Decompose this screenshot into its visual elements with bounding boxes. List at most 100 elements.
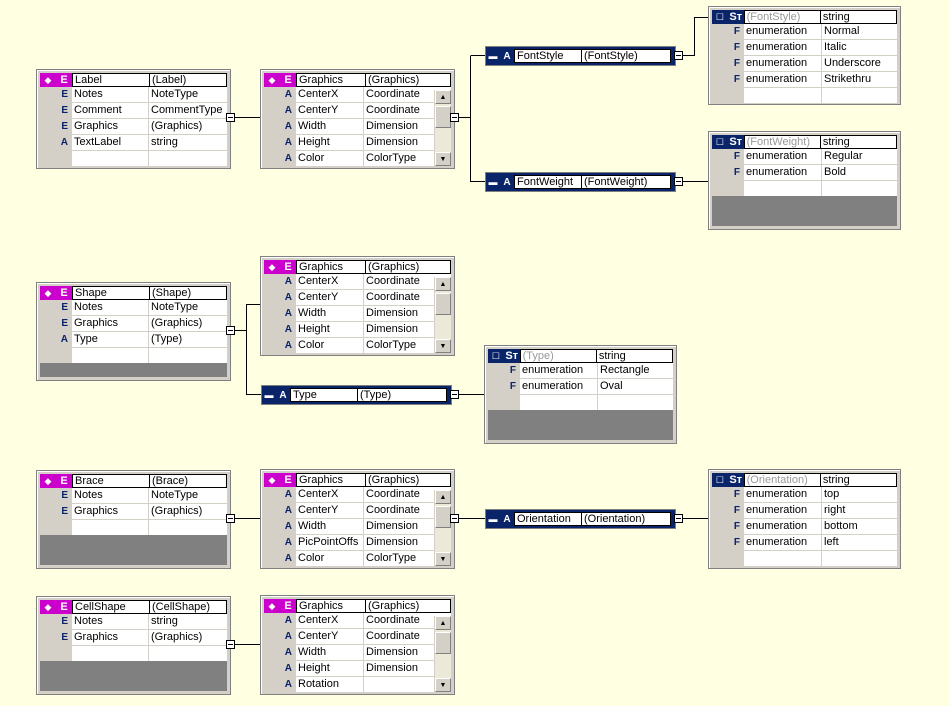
table-row[interactable] [40, 520, 227, 536]
simpletype-name[interactable]: (Type) [519, 349, 596, 363]
attribute-name[interactable]: FontWeight [514, 175, 581, 189]
scroll-down-icon[interactable]: ▼ [435, 152, 451, 166]
scroll-up-icon[interactable]: ▲ [435, 490, 451, 504]
collapse-icon[interactable] [450, 514, 459, 523]
scroll-up-icon[interactable]: ▲ [435, 616, 451, 630]
graphics-header[interactable]: ◆ E Graphics (Graphics) [264, 260, 451, 274]
vertical-scrollbar[interactable]: ▲ ▼ [434, 90, 451, 166]
element-type[interactable]: (Shape) [149, 286, 227, 300]
simpletype-base[interactable]: string [595, 349, 673, 363]
attribute-name[interactable]: Type [290, 388, 357, 402]
element-type[interactable]: (Graphics) [365, 599, 451, 613]
fontstyle-attribute[interactable]: ▬ A FontStyle (FontStyle) [485, 46, 676, 66]
collapse-icon[interactable] [674, 51, 683, 60]
attribute-name[interactable]: Orientation [514, 512, 581, 526]
table-row[interactable] [488, 395, 673, 411]
label-header[interactable]: ◆ E Label (Label) [40, 73, 227, 87]
table-row[interactable] [712, 88, 897, 104]
attribute-type[interactable]: (Type) [357, 388, 447, 402]
table-row[interactable] [40, 348, 227, 364]
table-row[interactable] [712, 181, 897, 197]
graphics-header[interactable]: ◆ E Graphics (Graphics) [264, 473, 451, 487]
fontweight-attribute[interactable]: ▬ A FontWeight (FontWeight) [485, 172, 676, 192]
scroll-up-icon[interactable]: ▲ [435, 277, 451, 291]
cellshape-header[interactable]: ◆ E CellShape (CellShape) [40, 600, 227, 614]
vertical-scrollbar[interactable]: ▲ ▼ [434, 616, 451, 692]
collapse-icon[interactable] [226, 113, 235, 122]
simpletype-base[interactable]: string [819, 473, 897, 487]
simpletype-name[interactable]: (Orientation) [743, 473, 820, 487]
scroll-thumb[interactable] [435, 293, 451, 315]
element-name[interactable]: Graphics [296, 473, 365, 487]
collapse-icon[interactable] [226, 514, 235, 523]
attribute-name[interactable]: FontStyle [514, 49, 581, 63]
orientation-attribute[interactable]: ▬ A Orientation (Orientation) [485, 509, 676, 529]
element-name[interactable]: Graphics [296, 260, 365, 274]
scroll-down-icon[interactable]: ▼ [435, 678, 451, 692]
scroll-thumb[interactable] [435, 106, 451, 128]
shape-header[interactable]: ◆ E Shape (Shape) [40, 286, 227, 300]
element-name[interactable]: Brace [72, 474, 149, 488]
scroll-down-icon[interactable]: ▼ [435, 552, 451, 566]
element-name[interactable]: Shape [72, 286, 149, 300]
attribute-type[interactable]: (Orientation) [581, 512, 671, 526]
simpletype-header[interactable]: ☐ Sᴛ (Orientation) string [712, 473, 897, 487]
simpletype-base[interactable]: string [819, 135, 897, 149]
vertical-scrollbar[interactable]: ▲ ▼ [434, 277, 451, 353]
element-name[interactable]: Label [72, 73, 149, 87]
scroll-thumb[interactable] [435, 506, 451, 528]
scroll-down-icon[interactable]: ▼ [435, 339, 451, 353]
graphics-header[interactable]: ◆ E Graphics (Graphics) [264, 599, 451, 613]
element-type[interactable]: (Label) [149, 73, 227, 87]
type-attribute[interactable]: ▬ A Type (Type) [261, 385, 452, 405]
element-type[interactable]: (Graphics) [365, 73, 451, 87]
simpletype-header[interactable]: ☐ Sᴛ (FontStyle) string [712, 10, 897, 24]
collapse-icon[interactable] [226, 640, 235, 649]
collapse-icon[interactable] [450, 390, 459, 399]
collapse-icon[interactable] [226, 326, 235, 335]
simpletype-header[interactable]: ☐ Sᴛ (Type) string [488, 349, 673, 363]
attribute-type[interactable]: (FontWeight) [581, 175, 671, 189]
simpletype-name[interactable]: (FontStyle) [743, 10, 820, 24]
element-type[interactable]: (Graphics) [365, 260, 451, 274]
brace-header[interactable]: ◆ E Brace (Brace) [40, 474, 227, 488]
table-row[interactable] [40, 646, 227, 662]
